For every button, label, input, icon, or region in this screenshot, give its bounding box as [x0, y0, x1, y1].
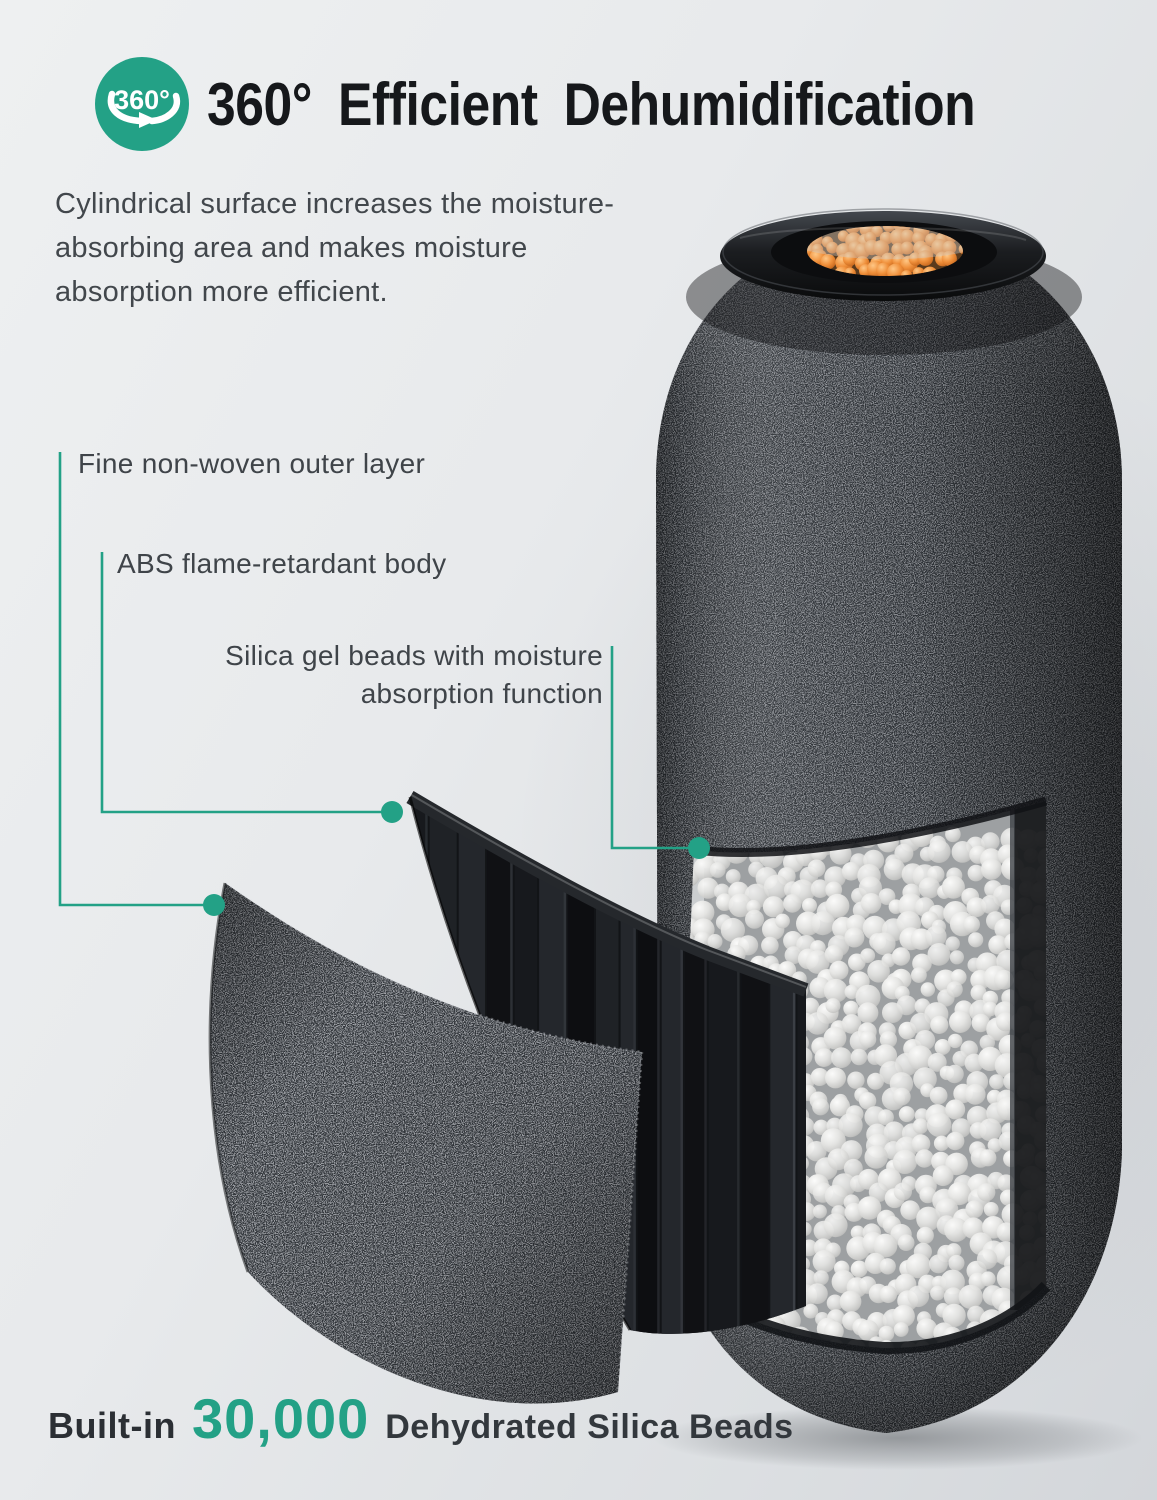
360-rotation-icon: 360° [95, 57, 189, 151]
callout-label-outer-layer: Fine non-woven outer layer [78, 448, 426, 479]
callout-line-silica-gel [610, 646, 690, 850]
callout-line-abs-body [100, 552, 382, 814]
top-cap [686, 208, 1082, 355]
callout-label-abs-body: ABS flame-retardant body [117, 548, 447, 579]
callout-dot-silica-gel [688, 837, 710, 859]
callout-dot-outer-layer [203, 894, 225, 916]
header: 360° 360° Efficient Dehumidification [95, 57, 1100, 151]
page-title: 360° Efficient Dehumidification [207, 70, 976, 138]
intro-paragraph: Cylindrical surface increases the moistu… [55, 188, 615, 308]
360-icon-label: 360° [114, 85, 170, 115]
footer-bead-count: 30,000 [191, 1387, 370, 1450]
footer-prefix: Built-in [48, 1405, 176, 1446]
orange-silica-beads [807, 226, 963, 276]
product-shadow [653, 1406, 1143, 1470]
callout-line-outer-layer [58, 452, 204, 907]
callout-dot-abs-body [381, 801, 403, 823]
footer-caption: Built-in 30,000 Dehydrated Silica Beads [48, 1386, 794, 1451]
callout-label-silica-gel: Silica gel beads with moisture absorptio… [225, 640, 603, 709]
footer-suffix: Dehydrated Silica Beads [385, 1408, 794, 1446]
orange-indicator-window [807, 226, 963, 276]
